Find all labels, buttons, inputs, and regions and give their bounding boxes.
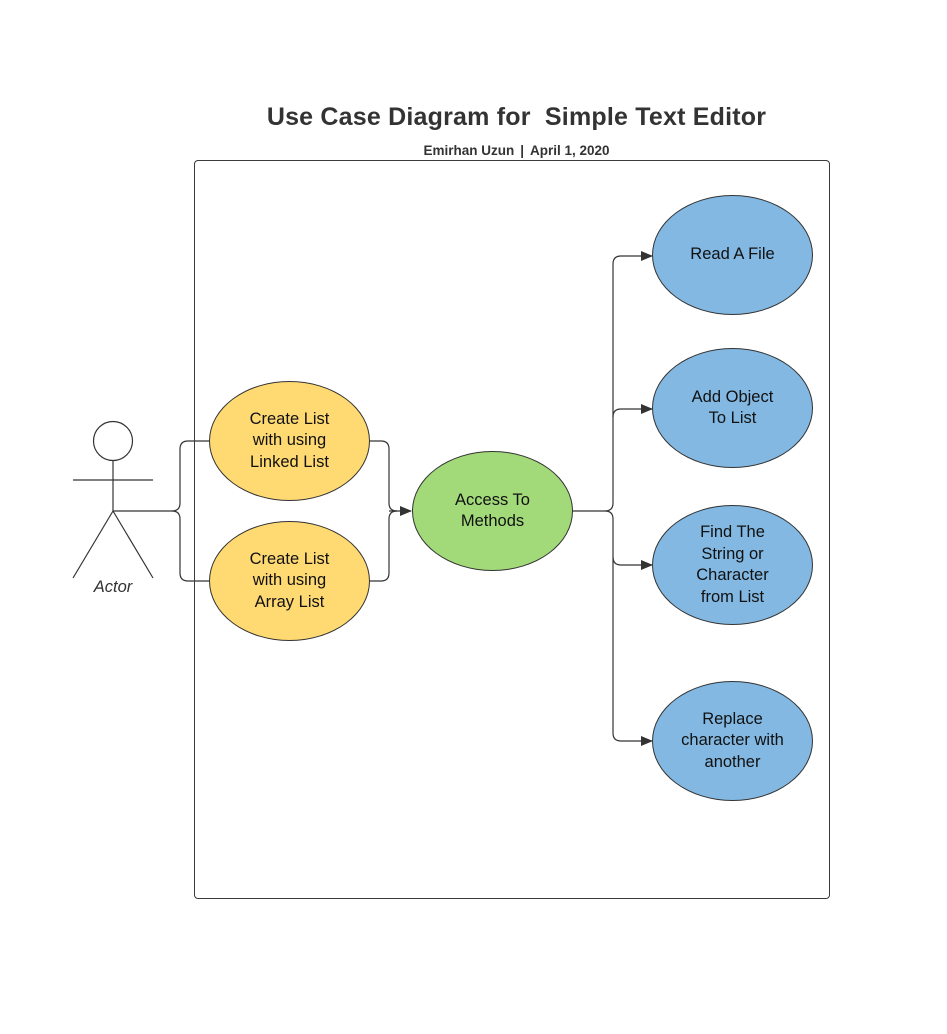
use-case-find-string-or-character[interactable]: Find The String or Character from List [652, 505, 813, 625]
use-case-add-object-to-list[interactable]: Add Object To List [652, 348, 813, 468]
connector-array-list-access [369, 510, 398, 582]
use-case-read-a-file[interactable]: Read A File [652, 195, 813, 315]
actor-label: Actor [93, 578, 133, 596]
actor-left-leg [72, 510, 114, 579]
connector-to-add-object [612, 404, 653, 418]
actor-right-leg [112, 510, 154, 579]
connector-linked-list-access [369, 440, 398, 512]
connector-to-replace-char [612, 557, 653, 746]
actor-head [92, 420, 134, 462]
connector-to-read-file [604, 251, 653, 512]
use-case-create-list-linked-list[interactable]: Create List with using Linked List [209, 381, 370, 501]
subtitle-separator: | [520, 143, 524, 158]
actor-figure [72, 420, 154, 579]
use-case-replace-character[interactable]: Replace character with another [652, 681, 813, 801]
actor-connectors [113, 440, 210, 582]
connector-actor-array-list [171, 510, 210, 582]
operation-connectors [573, 251, 653, 746]
diagram-date: April 1, 2020 [530, 143, 610, 158]
use-case-create-list-array-list[interactable]: Create List with using Array List [209, 521, 370, 641]
use-case-access-to-methods[interactable]: Access To Methods [412, 451, 573, 571]
create-list-connectors [369, 440, 412, 582]
diagram-subtitle: Emirhan Uzun | April 1, 2020 [0, 143, 947, 158]
connector-actor-linked-list [113, 440, 210, 512]
system-boundary [194, 160, 830, 899]
diagram-title: Use Case Diagram for Simple Text Editor [266, 103, 767, 131]
author-name: Emirhan Uzun [423, 143, 515, 158]
